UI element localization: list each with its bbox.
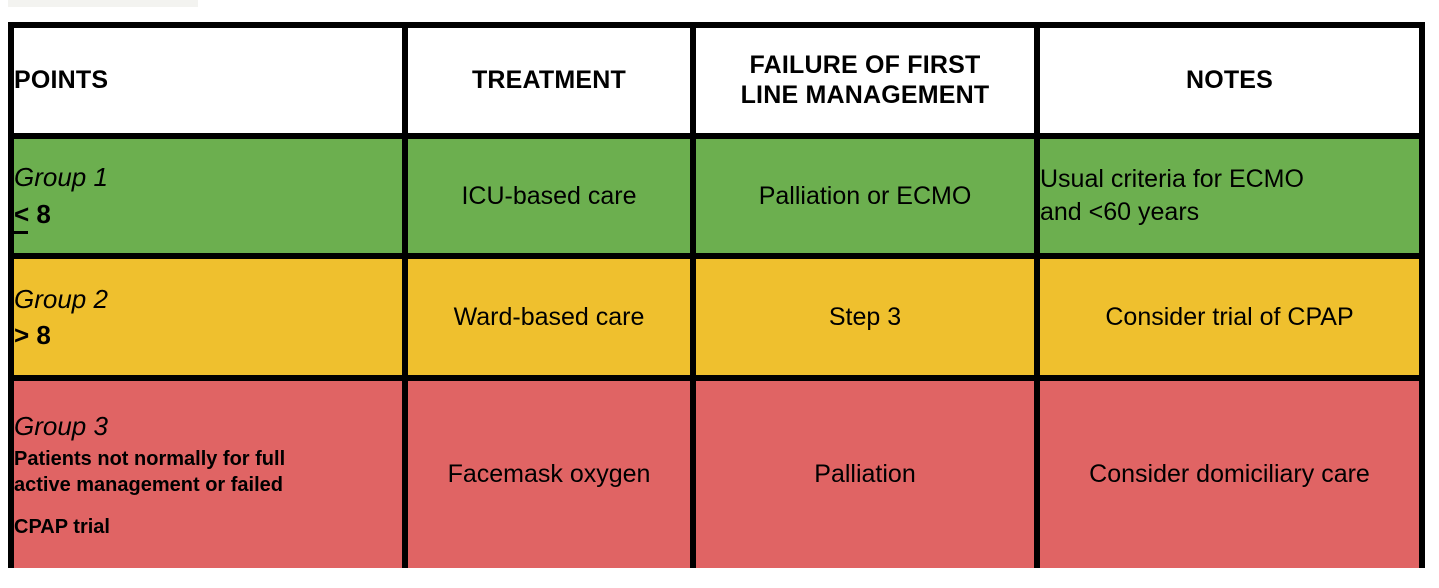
group-1-points-value: 8 <box>36 198 51 229</box>
group-1-failure-text: Palliation or ECMO <box>758 181 972 210</box>
group-2-points-value: 8 <box>36 320 51 350</box>
cell-notes-group-2: Consider trial of CPAP <box>1037 256 1419 381</box>
cell-notes-group-1: Usual criteria for ECMO and <60 years <box>1037 136 1419 259</box>
group-3-failure-text: Palliation <box>814 460 916 488</box>
table-row: Group 1 < 8 ICU-based care Palliation or… <box>14 136 1419 259</box>
group-1-treatment-text: ICU-based care <box>461 181 637 210</box>
table-header-row: POINTS TREATMENT FAILURE OF FIRST LINE M… <box>14 28 1419 139</box>
group-3-description-line2: active management or failed <box>14 473 283 496</box>
group-1-notes-line2: and <60 years <box>1040 198 1200 226</box>
group-2-notes-text: Consider trial of CPAP <box>1105 302 1354 331</box>
group-3-description-line3: CPAP trial <box>14 515 110 538</box>
cell-treatment-group-1: ICU-based care <box>405 136 696 259</box>
group-3-label: Group 3 <box>14 411 108 442</box>
column-header-treatment: TREATMENT <box>405 28 696 139</box>
group-1-points: < 8 <box>14 197 402 235</box>
group-2-label: Group 2 <box>14 283 108 314</box>
scan-artifact-strip <box>8 0 198 7</box>
column-header-points: POINTS <box>14 28 408 139</box>
column-header-notes-label: NOTES <box>1185 65 1274 94</box>
group-1-label: Group 1 <box>14 162 108 193</box>
less-than-or-equal-icon: < <box>14 197 29 235</box>
group-1-notes-line1: Usual criteria for ECMO <box>1040 165 1304 193</box>
group-2-points: > 8 <box>14 318 402 352</box>
table-row: Group 3 Patients not normally for full a… <box>14 378 1419 568</box>
cell-points-group-2: Group 2 > 8 <box>14 256 408 381</box>
column-header-failure-line2: LINE MANAGEMENT <box>740 80 990 109</box>
cell-failure-group-3: Palliation <box>693 378 1040 568</box>
cell-points-group-1: Group 1 < 8 <box>14 136 408 259</box>
column-header-notes: NOTES <box>1037 28 1419 139</box>
group-3-treatment-text: Facemask oxygen <box>447 460 651 488</box>
cell-treatment-group-3: Facemask oxygen <box>405 378 696 568</box>
group-2-failure-text: Step 3 <box>828 302 902 331</box>
cell-points-group-3: Group 3 Patients not normally for full a… <box>14 378 408 568</box>
greater-than-icon: > <box>14 320 30 350</box>
cell-failure-group-2: Step 3 <box>693 256 1040 381</box>
table-grid: POINTS TREATMENT FAILURE OF FIRST LINE M… <box>14 28 1419 568</box>
cell-notes-group-3: Consider domiciliary care <box>1037 378 1419 568</box>
column-header-failure-line1: FAILURE OF FIRST <box>749 51 981 79</box>
column-header-treatment-label: TREATMENT <box>471 65 627 94</box>
column-header-points-label: POINTS <box>14 65 109 94</box>
column-header-failure-first-line: FAILURE OF FIRST LINE MANAGEMENT <box>693 28 1040 139</box>
severity-triage-table: POINTS TREATMENT FAILURE OF FIRST LINE M… <box>8 22 1425 568</box>
group-2-treatment-text: Ward-based care <box>453 302 645 331</box>
cell-treatment-group-2: Ward-based care <box>405 256 696 381</box>
table-row: Group 2 > 8 Ward-based care Step 3 Consi… <box>14 256 1419 381</box>
group-3-description-line1: Patients not normally for full <box>14 447 286 470</box>
group-3-notes-text: Consider domiciliary care <box>1089 460 1370 488</box>
cell-failure-group-1: Palliation or ECMO <box>693 136 1040 259</box>
